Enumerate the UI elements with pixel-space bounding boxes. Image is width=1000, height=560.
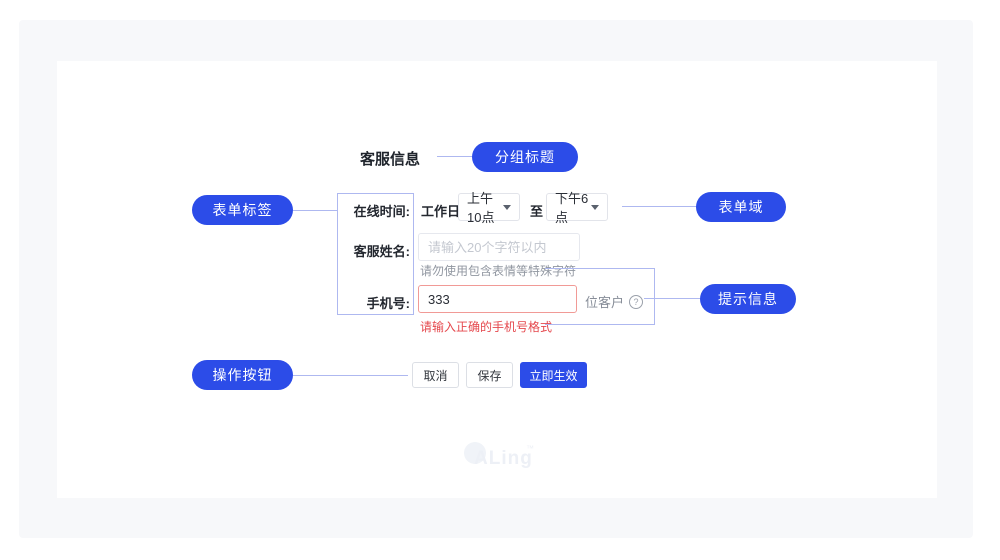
connector-hint-mid (644, 298, 700, 299)
phone-label: 手机号: (366, 296, 410, 311)
watermark: ALing ™ (458, 440, 568, 480)
online-time-prefix: 工作日 (421, 204, 461, 219)
watermark-trademark: ™ (526, 444, 534, 453)
callout-action-buttons: 操作按钮 (192, 360, 293, 390)
form-card (57, 61, 937, 498)
chevron-down-icon (503, 204, 511, 210)
connector-hint-top (545, 268, 654, 269)
service-name-input[interactable] (418, 233, 580, 261)
time-start-select[interactable]: 上午10点 (458, 191, 520, 225)
callout-group-title: 分组标题 (472, 142, 578, 172)
connector-action-buttons (293, 375, 408, 376)
apply-button-label: 立即生效 (529, 368, 578, 383)
callout-hint-info-text: 提示信息 (718, 291, 778, 307)
apply-button[interactable]: 立即生效 (520, 362, 587, 388)
service-name-hint: 请勿使用包含表情等特殊字符 (420, 264, 577, 278)
help-icon[interactable]: ? (629, 294, 644, 309)
connector-group-title (437, 156, 472, 157)
callout-hint-info: 提示信息 (700, 284, 796, 314)
save-button-label: 保存 (477, 368, 502, 383)
phone-suffix-text: 位客户 (585, 295, 625, 310)
form-label-bracket (337, 193, 414, 315)
cancel-button-label: 取消 (423, 368, 448, 383)
save-button[interactable]: 保存 (466, 362, 513, 388)
connector-form-label (293, 210, 337, 211)
online-time-label: 在线时间: (353, 204, 410, 219)
chevron-down-icon (591, 204, 599, 210)
service-name-label: 客服姓名: (353, 244, 410, 259)
connector-form-field (622, 206, 696, 207)
cancel-button[interactable]: 取消 (412, 362, 459, 388)
time-end-value: 下午6点 (555, 191, 589, 225)
callout-group-title-label: 分组标题 (495, 149, 555, 165)
phone-error: 请输入正确的手机号格式 (420, 320, 553, 334)
online-time-connector: 至 (530, 204, 544, 219)
watermark-text: ALing (474, 448, 533, 469)
callout-form-label-text: 表单标签 (212, 202, 273, 218)
callout-form-label: 表单标签 (192, 195, 293, 225)
callout-form-field-text: 表单域 (718, 199, 764, 215)
section-title: 客服信息 (360, 151, 421, 168)
time-start-value: 上午10点 (467, 191, 495, 225)
watermark-circle (464, 442, 486, 464)
connector-hint-vertical (654, 268, 655, 325)
phone-input[interactable] (418, 285, 577, 313)
phone-suffix: 位客户 ? (585, 292, 644, 311)
callout-form-field: 表单域 (696, 192, 786, 222)
callout-action-buttons-text: 操作按钮 (212, 367, 273, 383)
time-end-select[interactable]: 下午6点 (546, 191, 608, 225)
connector-hint-bottom (545, 324, 654, 325)
